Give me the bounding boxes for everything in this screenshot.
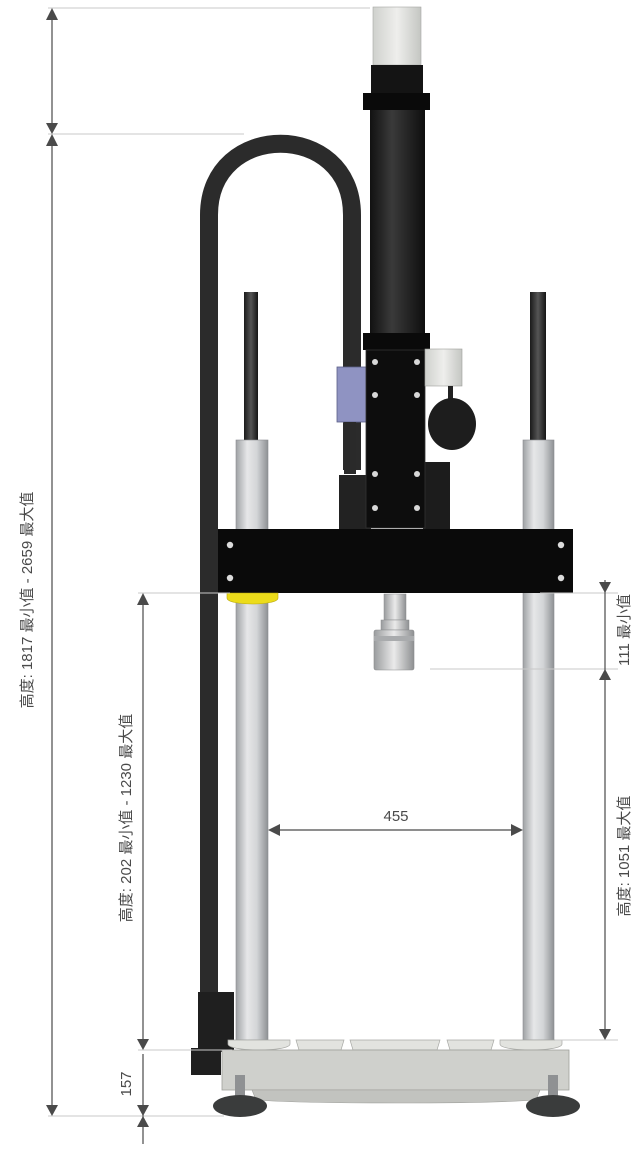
arrow <box>511 824 523 836</box>
arrow <box>137 1039 149 1050</box>
base-plate <box>221 1049 570 1091</box>
base-foot-plinth <box>251 1089 541 1104</box>
right-guide-rod <box>530 292 546 442</box>
base-fixtures <box>227 1039 563 1051</box>
left-foot-screw <box>235 1075 245 1097</box>
mounting-plate-bolts <box>372 359 420 511</box>
right-bracket <box>423 462 450 530</box>
label-stroke-min: 111 最小值 <box>616 594 633 666</box>
right-leveling-foot <box>526 1095 580 1117</box>
arrow <box>46 8 58 20</box>
tool-stem-nut <box>380 619 410 631</box>
crossbeam <box>218 529 573 593</box>
arrow <box>599 582 611 593</box>
cylinder-body <box>370 110 425 335</box>
label-base-height: 157 <box>118 1071 135 1096</box>
yellow-stop-pad <box>226 592 279 605</box>
arrow <box>599 1029 611 1040</box>
cylinder-flange <box>363 93 430 110</box>
cylinder-top-cap <box>372 6 422 66</box>
label-column-gap: 455 <box>383 808 408 825</box>
arrow <box>137 1116 149 1127</box>
left-leveling-foot <box>213 1095 267 1117</box>
hand-knob <box>428 398 476 450</box>
arrow <box>46 134 58 146</box>
label-work-height: 高度: 202 最小值 - 1230 最大值 <box>118 714 135 922</box>
sensor-box <box>424 348 463 387</box>
arrow <box>46 123 58 134</box>
arrow <box>137 593 149 605</box>
left-guide-rod <box>244 292 258 442</box>
valve-blue-box <box>336 366 368 423</box>
label-total-height: 高度: 1817 最小值 - 2659 最大值 <box>19 492 36 709</box>
valve-stem <box>344 422 356 474</box>
knob-stem <box>448 386 453 406</box>
tool-stem-upper <box>383 593 407 621</box>
label-stroke-max: 高度: 1051 最大值 <box>616 796 633 917</box>
hydraulic-hose <box>200 134 361 1030</box>
crossbeam-bolts <box>226 541 565 582</box>
tool-holder-ring <box>374 636 414 641</box>
cylinder-collar <box>371 65 423 93</box>
cylinder-lower-ring <box>363 333 430 350</box>
arrow <box>46 1105 58 1116</box>
hose-end-block-lower <box>191 1048 221 1075</box>
right-foot-screw <box>548 1075 558 1097</box>
arrow <box>268 824 280 836</box>
mounting-plate <box>365 349 426 529</box>
arrow <box>137 1105 149 1116</box>
